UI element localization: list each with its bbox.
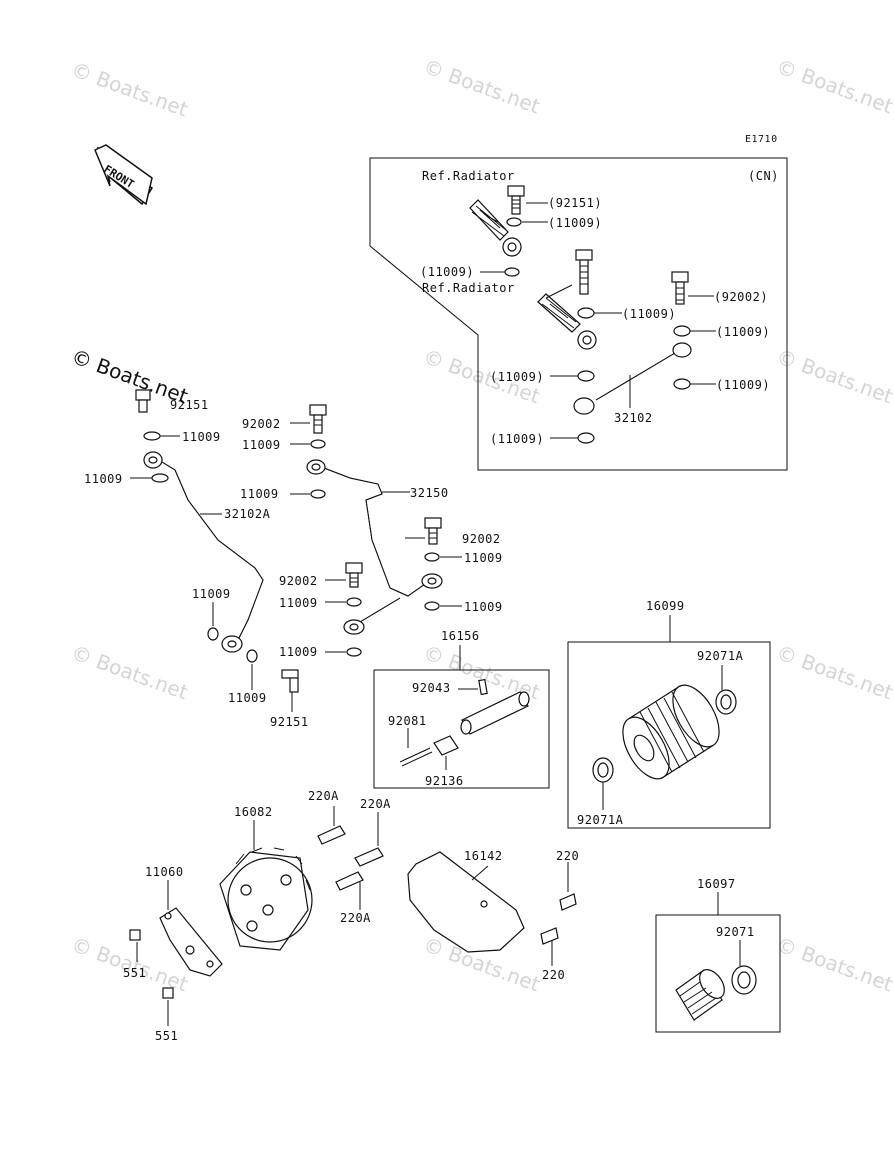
- part-92071: 92071: [716, 925, 755, 939]
- part-92071A: 92071A: [577, 813, 624, 827]
- diagram-code: E1710: [745, 134, 778, 145]
- part-92151: 92151: [170, 398, 209, 412]
- callout-92151: (92151): [548, 196, 602, 210]
- part-92136: 92136: [425, 774, 464, 788]
- part-92002: 92002: [462, 532, 501, 546]
- part-32150: 32150: [410, 486, 449, 500]
- box-16099: [567, 641, 771, 829]
- part-220: 220: [542, 968, 565, 982]
- callout-11009: (11009): [490, 370, 544, 384]
- part-16082: 16082: [234, 805, 273, 819]
- callout-11009: (11009): [548, 216, 602, 230]
- ref-radiator-label: Ref.Radiator: [422, 169, 515, 183]
- part-11009: 11009: [464, 551, 503, 565]
- part-11009: 11009: [182, 430, 221, 444]
- part-220A: 220A: [308, 789, 339, 803]
- watermark: © Boats.net: [773, 344, 894, 408]
- part-92081: 92081: [388, 714, 427, 728]
- oil-pump: [129, 806, 577, 1026]
- part-16142: 16142: [464, 849, 503, 863]
- callout-11009: (11009): [490, 432, 544, 446]
- part-220A: 220A: [360, 797, 391, 811]
- cn-region-box: [369, 157, 788, 471]
- part-92002: 92002: [279, 574, 318, 588]
- ref-radiator-label: Ref.Radiator: [422, 281, 515, 295]
- part-11009: 11009: [242, 438, 281, 452]
- part-11009: 11009: [228, 691, 267, 705]
- part-11009: 11009: [279, 645, 318, 659]
- part-16156: 16156: [441, 629, 480, 643]
- part-11060: 11060: [145, 865, 184, 879]
- watermark: © Boats.net: [773, 54, 894, 118]
- part-16099: 16099: [646, 599, 685, 613]
- cn-region-label: (CN): [748, 169, 779, 183]
- oil-pipes: [130, 389, 462, 712]
- part-551: 551: [155, 1029, 178, 1043]
- part-92043: 92043: [412, 681, 451, 695]
- part-92071A: 92071A: [697, 649, 744, 663]
- part-92002: 92002: [242, 417, 281, 431]
- watermark: © Boats.net: [68, 640, 191, 704]
- part-11009: 11009: [464, 600, 503, 614]
- part-11009: 11009: [84, 472, 123, 486]
- part-220A: 220A: [340, 911, 371, 925]
- watermark: © Boats.net: [420, 54, 543, 118]
- callout-11009: (11009): [622, 307, 676, 321]
- callout-92002: (92002): [714, 290, 768, 304]
- watermark: © Boats.net: [773, 932, 894, 996]
- part-11009: 11009: [192, 587, 231, 601]
- part-11009: 11009: [240, 487, 279, 501]
- watermark: © Boats.net: [68, 57, 191, 121]
- callout-32102: 32102: [614, 411, 653, 425]
- oil-filter: [592, 665, 737, 810]
- callout-11009: (11009): [420, 265, 474, 279]
- callout-11009: (11009): [716, 325, 770, 339]
- callout-11009: (11009): [716, 378, 770, 392]
- front-arrow-icon: FRONT: [94, 144, 153, 206]
- part-220: 220: [556, 849, 579, 863]
- part-16097: 16097: [697, 877, 736, 891]
- oil-screen: [675, 940, 757, 1021]
- part-11009: 11009: [279, 596, 318, 610]
- part-92151: 92151: [270, 715, 309, 729]
- part-551: 551: [123, 966, 146, 980]
- watermark: © Boats.net: [773, 640, 894, 704]
- relief-valve: [399, 678, 530, 770]
- cn-parts: [469, 185, 716, 444]
- box-16156: [373, 669, 550, 789]
- part-32102A: 32102A: [224, 507, 271, 521]
